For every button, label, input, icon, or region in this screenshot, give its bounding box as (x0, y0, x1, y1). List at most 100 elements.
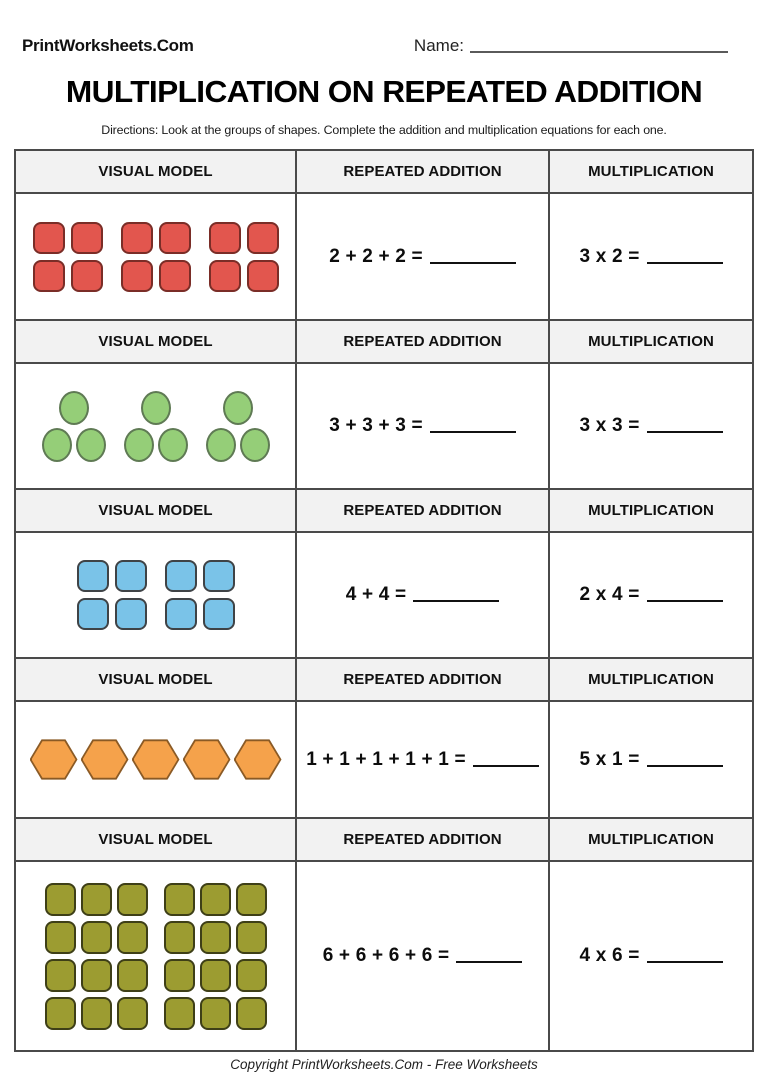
shape-group (120, 221, 191, 292)
multiplication-equation-text: 3 x 2 = (579, 245, 640, 267)
column-header-repeated-addition: REPEATED ADDITION (295, 490, 548, 531)
multiplication-answer-blank[interactable] (646, 961, 723, 963)
shape-blue-square (202, 560, 235, 592)
shape-red-square (32, 221, 65, 254)
addition-answer-blank[interactable] (456, 961, 523, 963)
column-header-multiplication: MULTIPLICATION (548, 819, 752, 860)
column-header-visual-model: VISUAL MODEL (98, 333, 213, 350)
multiplication-equation-5: 4 x 6 = (579, 945, 723, 967)
table-header-row: VISUAL MODEL REPEATED ADDITION MULTIPLIC… (16, 490, 752, 533)
table-header-row: VISUAL MODEL REPEATED ADDITION MULTIPLIC… (16, 659, 752, 702)
shape-olive-square (235, 958, 267, 992)
column-header-visual-model: VISUAL MODEL (98, 502, 213, 519)
shape-olive-square (235, 996, 267, 1030)
column-header-visual-model: VISUAL MODEL (98, 831, 213, 848)
column-header-multiplication: MULTIPLICATION (548, 490, 752, 531)
shape-olive-square (44, 920, 76, 954)
shape-red-square (246, 221, 279, 254)
shape-group (208, 221, 279, 292)
worksheet-table: VISUAL MODEL REPEATED ADDITION MULTIPLIC… (14, 149, 754, 1052)
name-label: Name: (413, 36, 464, 55)
shape-group (163, 882, 267, 1030)
multiplication-cell-1: 3 x 2 = (548, 194, 752, 319)
shape-group (41, 390, 106, 462)
addition-equation-5: 6 + 6 + 6 + 6 = (323, 945, 523, 967)
table-body-row: 1 + 1 + 1 + 1 + 1 = 5 x 1 = (16, 702, 752, 819)
shape-group-container (29, 739, 282, 781)
site-brand: PrintWorksheets.Com (22, 36, 194, 55)
problem-row-1: VISUAL MODEL REPEATED ADDITION MULTIPLIC… (16, 151, 752, 321)
addition-answer-blank[interactable] (429, 431, 516, 433)
shape-red-square (32, 259, 65, 292)
shape-olive-square (199, 882, 231, 916)
shape-group-container (20, 560, 291, 630)
shape-group-container (20, 221, 291, 292)
problem-row-3: VISUAL MODEL REPEATED ADDITION MULTIPLIC… (16, 490, 752, 659)
addition-answer-blank[interactable] (429, 261, 516, 264)
shape-olive-square (80, 996, 112, 1030)
shape-green-circle (205, 427, 236, 462)
shape-red-square (208, 259, 241, 292)
multiplication-equation-3: 2 x 4 = (579, 584, 723, 606)
shape-group-container (20, 390, 291, 462)
multiplication-answer-blank[interactable] (646, 764, 723, 767)
shape-green-circle (239, 427, 270, 462)
multiplication-answer-blank[interactable] (646, 600, 723, 602)
column-header-repeated-addition: REPEATED ADDITION (295, 659, 548, 700)
shape-group (205, 390, 270, 462)
shape-red-square (158, 221, 191, 254)
addition-equation-text: 1 + 1 + 1 + 1 + 1 = (306, 748, 466, 770)
addition-equation-text: 2 + 2 + 2 = (329, 245, 423, 267)
multiplication-equation-1: 3 x 2 = (579, 245, 723, 268)
shape-blue-square (76, 560, 109, 592)
shape-olive-square (80, 958, 112, 992)
multiplication-answer-blank[interactable] (646, 261, 723, 264)
addition-answer-blank[interactable] (472, 764, 539, 767)
problem-row-2: VISUAL MODEL REPEATED ADDITION MULTIPLIC… (16, 321, 752, 490)
shape-green-circle (157, 427, 188, 462)
addition-equation-3: 4 + 4 = (346, 584, 500, 606)
table-body-row: 6 + 6 + 6 + 6 = 4 x 6 = (16, 862, 752, 1052)
shape-blue-square (114, 598, 147, 630)
shape-olive-square (44, 958, 76, 992)
name-field[interactable]: Name: (414, 36, 728, 56)
shape-blue-square (76, 598, 109, 630)
shape-olive-square (163, 882, 195, 916)
shape-blue-square (202, 598, 235, 630)
addition-answer-blank[interactable] (413, 600, 500, 602)
name-input-line[interactable] (470, 51, 728, 53)
shape-olive-square (44, 882, 76, 916)
repeated-addition-cell-1: 2 + 2 + 2 = (295, 194, 548, 319)
shape-red-square (70, 259, 103, 292)
shape-orange-hexagon (182, 739, 231, 781)
addition-equation-2: 3 + 3 + 3 = (329, 415, 516, 437)
shape-olive-square (235, 920, 267, 954)
repeated-addition-cell-2: 3 + 3 + 3 = (295, 364, 548, 488)
table-header-row: VISUAL MODEL REPEATED ADDITION MULTIPLIC… (16, 151, 752, 194)
multiplication-answer-blank[interactable] (646, 431, 723, 433)
footer-copyright: Copyright PrintWorksheets.Com - Free Wor… (230, 1057, 538, 1072)
shape-olive-square (163, 996, 195, 1030)
shape-green-circle (123, 427, 154, 462)
problem-row-5: VISUAL MODEL REPEATED ADDITION MULTIPLIC… (16, 819, 752, 1052)
shape-olive-square (199, 996, 231, 1030)
column-header-multiplication: MULTIPLICATION (548, 151, 752, 192)
shape-olive-square (44, 996, 76, 1030)
shape-orange-hexagon (80, 739, 129, 781)
shape-blue-square (164, 598, 197, 630)
shape-green-circle (140, 390, 171, 425)
shape-orange-hexagon (29, 739, 78, 781)
shape-red-square (158, 259, 191, 292)
shape-group (164, 560, 235, 630)
column-header-visual-model: VISUAL MODEL (98, 671, 213, 688)
table-body-row: 4 + 4 = 2 x 4 = (16, 533, 752, 659)
shape-blue-square (164, 560, 197, 592)
shape-olive-square (116, 920, 148, 954)
shape-olive-square (116, 996, 148, 1030)
addition-equation-text: 6 + 6 + 6 + 6 = (322, 945, 450, 966)
visual-model-cell-1 (16, 194, 295, 319)
column-header-multiplication: MULTIPLICATION (548, 659, 752, 700)
table-header-row: VISUAL MODEL REPEATED ADDITION MULTIPLIC… (16, 321, 752, 364)
shape-red-square (208, 221, 241, 254)
